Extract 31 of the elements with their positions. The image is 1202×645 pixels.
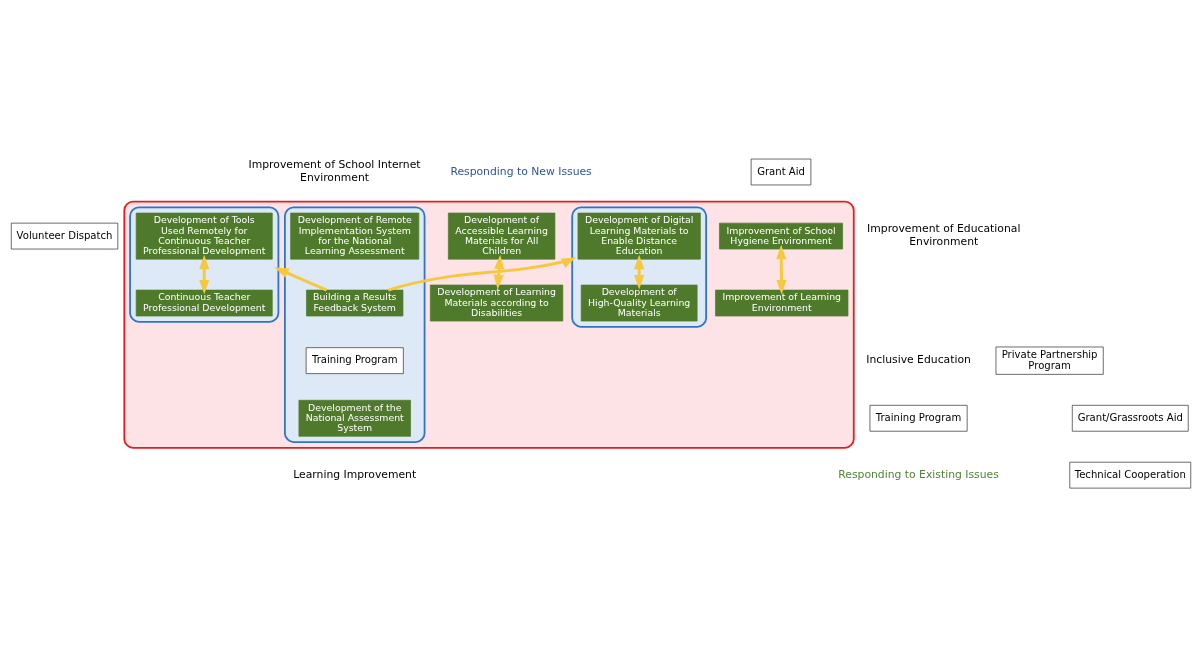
node-box: Development of the National Assessment System: [298, 399, 411, 437]
node-box: Technical Cooperation: [1069, 461, 1192, 489]
arrow: [776, 244, 787, 295]
arrow: [274, 267, 328, 292]
node-box: Training Program: [869, 404, 968, 432]
label: Responding to New Issues: [450, 164, 592, 178]
label: Responding to Existing Issues: [838, 467, 999, 481]
node-box: Development of High-Quality Learning Materials: [580, 284, 698, 322]
node-box: Improvement of Learning Environment: [715, 289, 849, 317]
node-box: Training Program: [305, 347, 404, 374]
node-box: Development of Remote Implementation System for the National Learning Assessment: [290, 212, 420, 260]
node-box: Building a Results Feedback System: [306, 289, 404, 317]
label: Inclusive Education: [866, 353, 971, 367]
node-box: Continuous Teacher Professional Development: [135, 289, 273, 317]
label: Improvement of School Internet Environment: [248, 158, 421, 184]
label: Learning Improvement: [293, 467, 417, 481]
cluster: [129, 206, 280, 323]
arrow: [387, 257, 577, 292]
cluster: [123, 200, 855, 449]
node-box: Development of Tools Used Remotely for Continuous Teacher Professional Development: [135, 212, 273, 260]
node-box: Grant Aid: [750, 158, 812, 186]
arrow: [493, 254, 505, 290]
node-box: Improvement of School Hygiene Environment: [719, 222, 843, 250]
node-box: Volunteer Dispatch: [10, 222, 119, 250]
cluster: [571, 206, 708, 328]
node-box: Private Partnership Program: [995, 346, 1104, 375]
node-box: Development of Learning Materials according to Disabilities: [429, 284, 564, 322]
label: Improvement of Educational Environment: [867, 222, 1021, 248]
node-box: Development of Digital Learning Materials to Enable Distance Education: [577, 212, 701, 260]
node-box: Development of Accessible Learning Materials for All Children: [447, 212, 556, 260]
node-box: Grant/Grassroots Aid: [1071, 404, 1189, 432]
